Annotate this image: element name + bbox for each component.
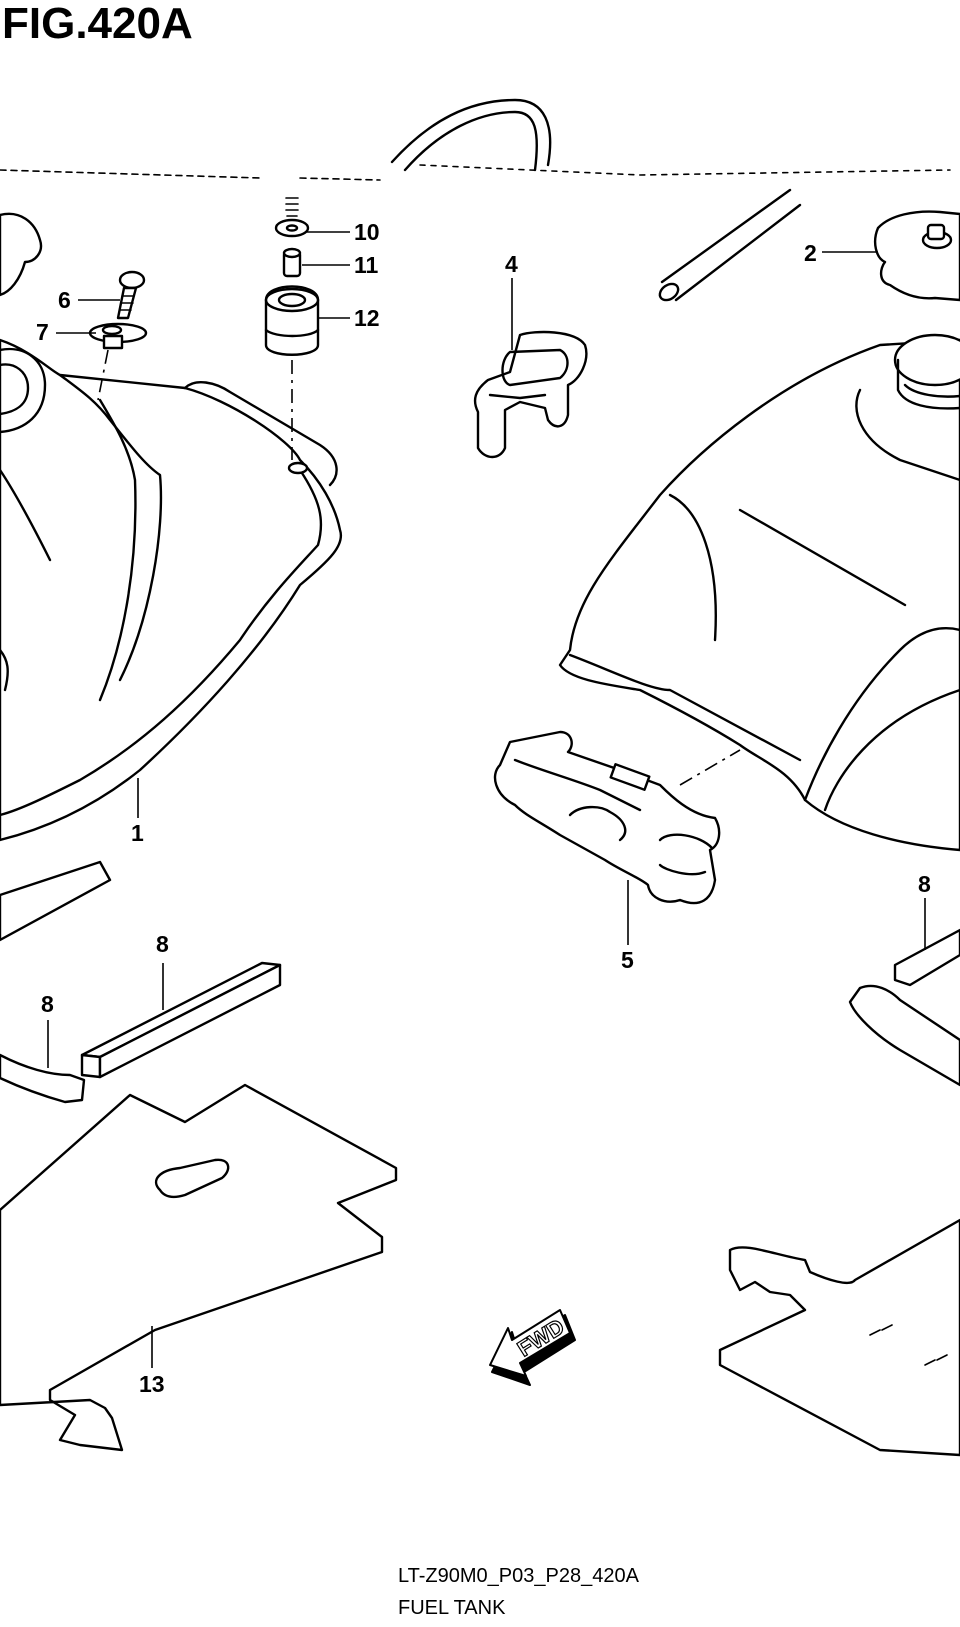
callout-1: 1 bbox=[131, 820, 144, 846]
heat-shield-part-13 bbox=[0, 1083, 398, 1452]
rubber-strips-part-8 bbox=[0, 860, 960, 1104]
assembly-lines bbox=[97, 349, 741, 786]
figure-caption: FUEL TANK bbox=[398, 1597, 506, 1619]
callout-12: 12 bbox=[354, 305, 380, 331]
clamp-part-5 bbox=[493, 730, 721, 905]
fuel-tank-right bbox=[558, 333, 960, 852]
callout-8-left: 8 bbox=[41, 991, 54, 1017]
callout-6: 6 bbox=[58, 287, 71, 313]
callout-7: 7 bbox=[36, 319, 49, 345]
callout-13: 13 bbox=[139, 1371, 165, 1397]
callout-8-center: 8 bbox=[156, 931, 169, 957]
callout-5: 5 bbox=[621, 947, 634, 973]
bracket-part-4 bbox=[473, 330, 588, 459]
callout-2: 2 bbox=[804, 240, 817, 266]
fuel-hose bbox=[390, 98, 802, 302]
rubber-strip-center bbox=[80, 961, 282, 1079]
callout-4: 4 bbox=[505, 251, 518, 277]
callout-10: 10 bbox=[354, 219, 380, 245]
callout-numbers: 6 7 10 11 12 4 2 1 5 8 8 8 13 bbox=[36, 219, 931, 1397]
spacer-part-11-icon bbox=[282, 247, 302, 278]
callout-11: 11 bbox=[354, 252, 379, 278]
fwd-direction-arrow: FWD bbox=[489, 1309, 576, 1386]
collar-part-7-icon bbox=[88, 322, 148, 350]
callout-8-right: 8 bbox=[918, 871, 931, 897]
grommet-part-12-icon bbox=[264, 285, 320, 356]
top-artifact-line bbox=[0, 164, 951, 181]
fastener-stack bbox=[264, 197, 320, 356]
screw-part-6-icon bbox=[116, 270, 146, 320]
leader-lines bbox=[47, 231, 926, 1368]
figure-title: FIG.420A bbox=[2, 0, 193, 48]
fuel-cap-right-icon bbox=[874, 210, 960, 302]
fuel-cap-left-icon bbox=[0, 212, 43, 297]
drawing-code: LT-Z90M0_P03_P28_420A bbox=[398, 1565, 640, 1587]
fuel-tank-left bbox=[0, 338, 343, 842]
heat-shield-right bbox=[718, 1218, 960, 1457]
